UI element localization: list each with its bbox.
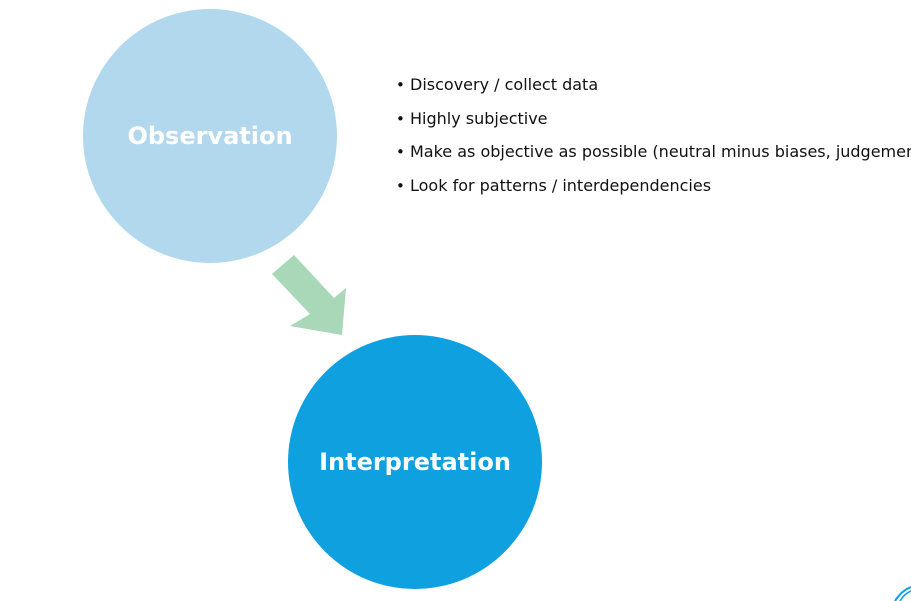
down-right-arrow-icon bbox=[272, 255, 346, 335]
bullet-item: Highly subjective bbox=[396, 106, 911, 140]
observation-node: Observation bbox=[83, 9, 337, 263]
bullet-item: Look for patterns / interdependencies bbox=[396, 173, 911, 207]
bullet-item: Discovery / collect data bbox=[396, 72, 911, 106]
interpretation-label: Interpretation bbox=[319, 448, 511, 476]
corner-logo-icon bbox=[894, 586, 911, 601]
observation-notes-list: Discovery / collect data Highly subjecti… bbox=[396, 72, 911, 206]
bullet-item: Make as objective as possible (neutral m… bbox=[396, 139, 911, 173]
interpretation-node: Interpretation bbox=[288, 335, 542, 589]
observation-label: Observation bbox=[127, 122, 293, 150]
